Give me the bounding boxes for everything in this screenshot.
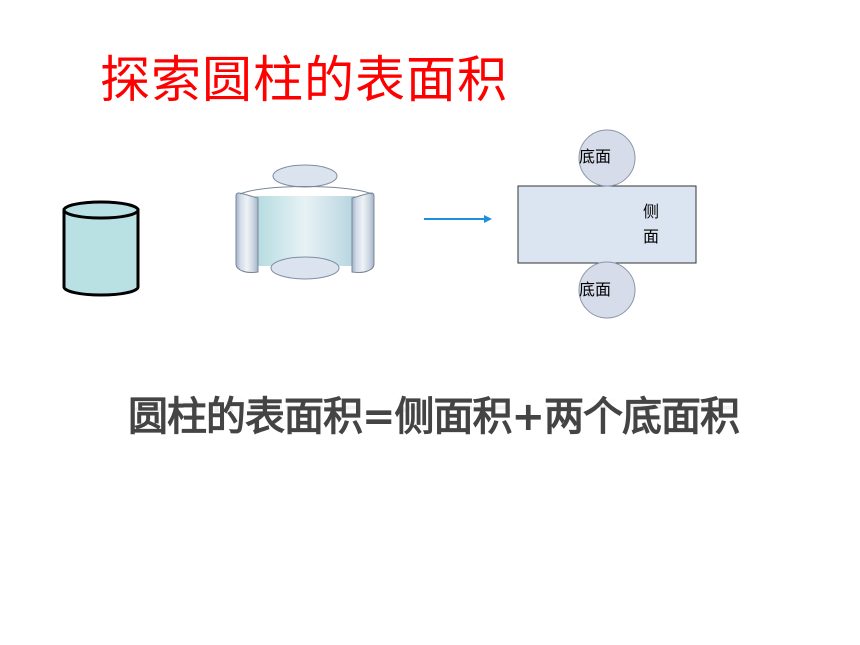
bottom-base-circle bbox=[578, 261, 636, 319]
slide-title: 探索圆柱的表面积 bbox=[100, 51, 508, 109]
bottom-base-label: 底面 bbox=[579, 280, 611, 299]
cylinder-shape bbox=[62, 200, 140, 297]
lateral-label-line1: 侧 bbox=[643, 202, 659, 221]
arrow bbox=[424, 215, 492, 223]
unrolling-cylinder bbox=[235, 164, 375, 280]
cylinder-net: 底面 底面 侧 面 bbox=[517, 129, 697, 319]
top-base-circle bbox=[578, 129, 636, 187]
lateral-label-line2: 面 bbox=[643, 227, 659, 246]
formula-text: 圆柱的表面积=侧面积+两个底面积 bbox=[128, 394, 740, 440]
top-base-label: 底面 bbox=[579, 147, 611, 166]
lateral-face-rect bbox=[517, 185, 697, 264]
